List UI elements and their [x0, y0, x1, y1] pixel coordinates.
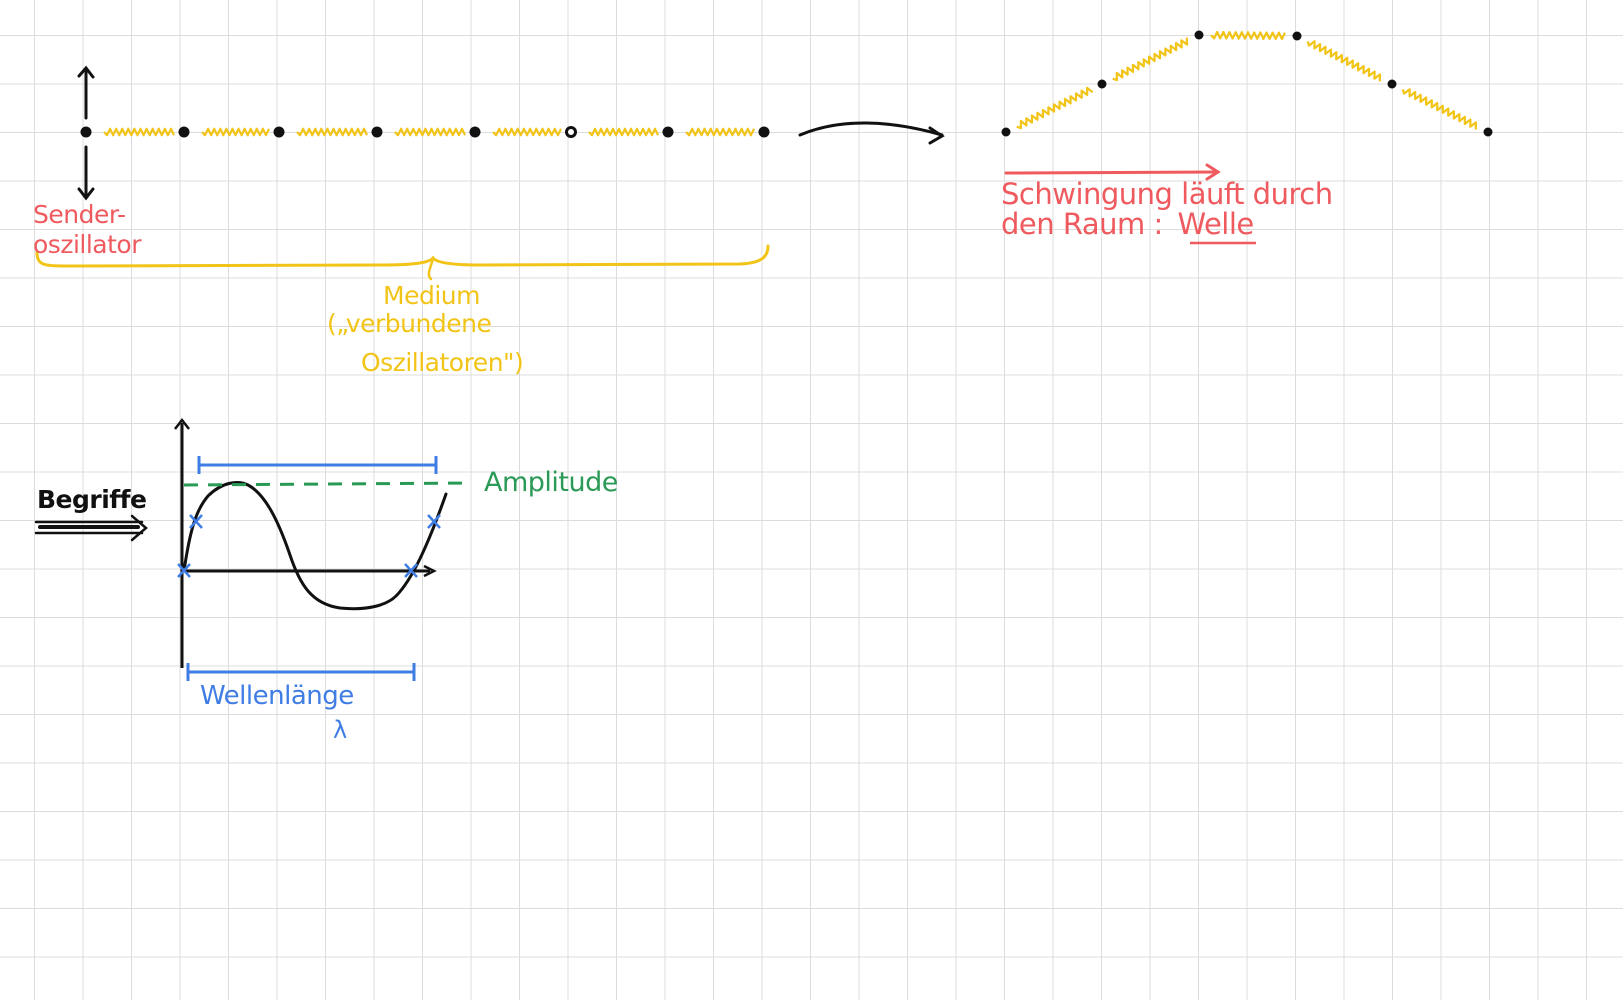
spring-segment [1306, 40, 1382, 82]
mass-dot [1097, 79, 1107, 89]
mass-dot [273, 126, 285, 138]
mass-dot [1387, 79, 1397, 89]
medium-brace-tip [427, 256, 435, 281]
wave-label-line2: den Raum : Welle [1001, 210, 1254, 239]
mass-dot [469, 126, 481, 138]
transition-arrow [798, 121, 945, 145]
mass-dot [758, 126, 770, 138]
mass-dot-highlight [568, 129, 574, 135]
spring-segment [1210, 30, 1286, 41]
mass-dot [1483, 127, 1493, 137]
medium-label-line1: Medium [383, 281, 480, 310]
mass-dot [80, 126, 92, 138]
lambda-symbol: λ [333, 716, 347, 744]
wavelength-top-bar [197, 456, 438, 474]
spring-segment [201, 127, 270, 137]
x-axis-arrowhead [423, 564, 437, 578]
medium-label-line2: („verbundene [327, 309, 492, 338]
mass-dot [1194, 30, 1204, 40]
medium-label-line3: Oszillatoren") [361, 348, 524, 377]
sender-label-line2: oszillator [33, 230, 141, 259]
oscillation-arrow [77, 65, 95, 201]
wave-chain [1001, 30, 1493, 137]
mass-dot [178, 126, 190, 138]
spring-segment [103, 127, 175, 137]
spring-segment [492, 127, 562, 137]
spring-segment [1016, 86, 1094, 130]
spring-segment [1401, 88, 1477, 130]
amplitude-line [183, 481, 473, 487]
begriffe-arrow [34, 514, 148, 542]
amplitude-label: Amplitude [484, 467, 618, 498]
mass-dot [1292, 31, 1302, 41]
mass-dot [662, 126, 674, 138]
mass-dot [1001, 127, 1011, 137]
y-axis-arrowhead [174, 417, 190, 430]
spring-segment [588, 127, 659, 137]
wave-label-prefix: den Raum : [1001, 207, 1163, 241]
wave-label-welle: Welle [1177, 207, 1254, 241]
spring-segment [394, 127, 466, 137]
propagation-arrow [1004, 163, 1221, 181]
oscillator-chain [80, 126, 770, 138]
medium-brace [35, 244, 770, 268]
cross-markers [177, 514, 441, 578]
wave-label-line1: Schwingung läuft durch [1001, 177, 1333, 211]
begriffe-heading: Begriffe [37, 485, 147, 514]
spring-segment [685, 127, 755, 137]
wave-graph [174, 417, 473, 681]
spring-segment [296, 127, 368, 137]
mass-dot [371, 126, 383, 138]
wavelength-label: Wellenlänge [200, 681, 354, 711]
sender-label-line1: Sender- [33, 200, 126, 229]
spring-segment [1112, 37, 1189, 82]
wavelength-bottom-bar [186, 663, 416, 681]
sine-curve [182, 481, 448, 611]
